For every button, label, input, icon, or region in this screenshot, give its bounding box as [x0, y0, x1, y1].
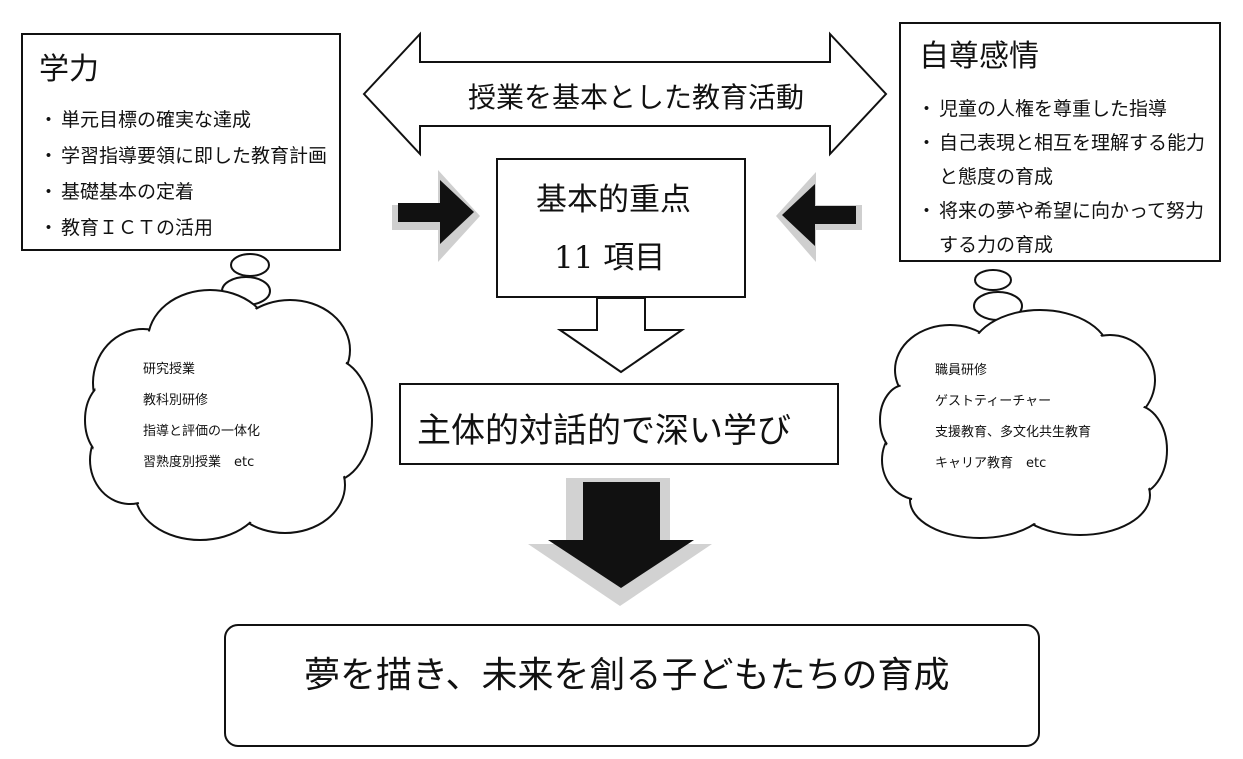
list-item: 研究授業 [143, 362, 196, 377]
right-box: 自尊感情 児童の人権を尊重した指導 自己表現と相互を理解する能力と態度の育成 将… [899, 22, 1221, 262]
middle-box: 主体的対話的で深い学び [399, 383, 839, 465]
right-arrow [782, 184, 856, 246]
center-box: 基本的重点 11 項目 [496, 158, 746, 298]
right-box-list: 児童の人権を尊重した指導 自己表現と相互を理解する能力と態度の育成 将来の夢や希… [917, 92, 1211, 262]
top-arrow-label: 授業を基本とした教育活動 [468, 81, 805, 114]
left-box-title: 学力 [39, 52, 99, 87]
right-cloud-list: 職員研修 ゲストティーチャー 支援教育、多文化共生教育 キャリア教育 etc [935, 361, 1091, 485]
list-item: 単元目標の確実な達成 [39, 105, 343, 141]
list-item: 教育ＩＣＴの活用 [39, 213, 343, 249]
left-box-list: 単元目標の確実な達成 学習指導要領に即した教育計画 基礎基本の定着 教育ＩＣＴの… [39, 105, 343, 249]
down-arrow-outline [556, 297, 686, 374]
list-item: 学習指導要領に即した教育計画 [39, 141, 343, 177]
list-item: 将来の夢や希望に向かって努力する力の育成 [917, 194, 1211, 262]
list-item: 基礎基本の定着 [39, 177, 343, 213]
list-item: ゲストティーチャー [935, 394, 1052, 409]
list-item: 支援教育、多文化共生教育 [935, 425, 1092, 440]
left-box: 学力 単元目標の確実な達成 学習指導要領に即した教育計画 基礎基本の定着 教育Ｉ… [21, 33, 341, 251]
left-cloud-list: 研究授業 教科別研修 指導と評価の一体化 習熟度別授業 etc [143, 360, 260, 484]
list-item: 自己表現と相互を理解する能力と態度の育成 [917, 126, 1211, 194]
list-item: 職員研修 [935, 363, 988, 378]
list-item: 指導と評価の一体化 [143, 424, 261, 439]
double-arrow [362, 31, 888, 157]
big-down-arrow [548, 482, 694, 588]
center-box-line1: 基本的重点 [536, 182, 691, 218]
center-box-line2: 11 項目 [554, 240, 666, 276]
right-box-title: 自尊感情 [919, 39, 1039, 74]
list-item: 習熟度別授業 etc [143, 455, 255, 470]
bottom-box-label: 夢を描き、未来を創る子どもたちの育成 [304, 655, 950, 696]
list-item: 児童の人権を尊重した指導 [917, 92, 1211, 126]
left-arrow [398, 180, 474, 244]
middle-box-label: 主体的対話的で深い学び [417, 411, 791, 451]
list-item: キャリア教育 etc [935, 456, 1047, 471]
bottom-box: 夢を描き、未来を創る子どもたちの育成 [224, 624, 1040, 747]
list-item: 教科別研修 [143, 393, 209, 408]
